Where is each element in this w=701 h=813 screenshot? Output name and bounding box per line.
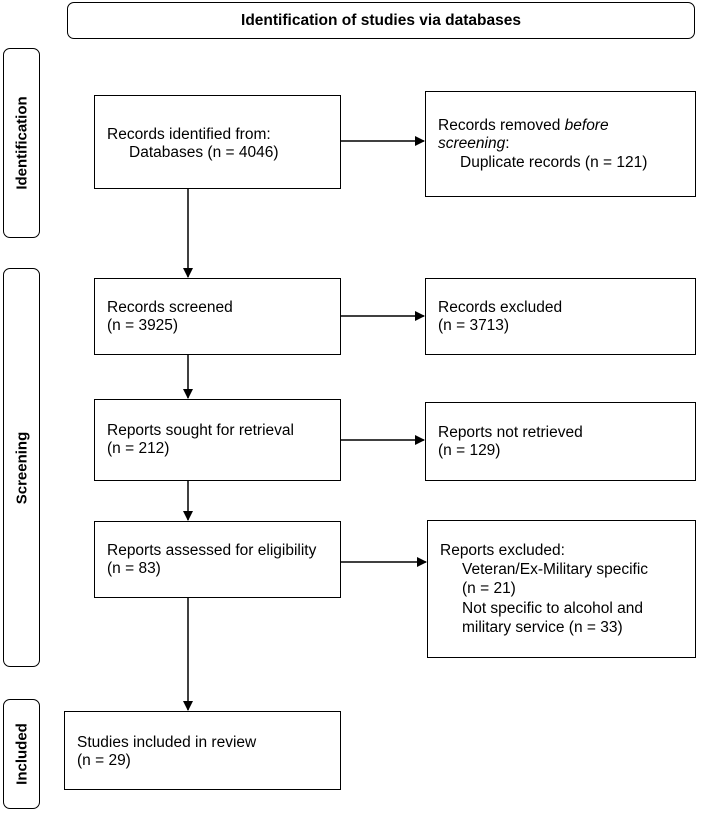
records-removed-box: Records removed before screening: Duplic… bbox=[425, 91, 696, 197]
reports-not-retrieved-line1: Reports not retrieved bbox=[438, 424, 583, 441]
records-removed-line2: screening: bbox=[438, 135, 510, 153]
records-removed-line1a: Records removed bbox=[438, 117, 565, 134]
phase-identification: Identification bbox=[3, 48, 40, 238]
studies-included-line2: (n = 29) bbox=[77, 752, 131, 769]
reports-assessed-box: Reports assessed for eligibility (n = 83… bbox=[94, 521, 341, 598]
reports-excluded-line4: Not specific to alcohol and bbox=[462, 600, 643, 617]
records-excluded-line1: Records excluded bbox=[438, 299, 563, 316]
records-identified-box: Records identified from: Databases (n = … bbox=[94, 95, 341, 189]
reports-not-retrieved-line2: (n = 129) bbox=[438, 442, 501, 459]
reports-not-retrieved-box: Reports not retrieved (n = 129) bbox=[425, 402, 696, 481]
reports-sought-line1: Reports sought for retrieval bbox=[107, 422, 294, 439]
reports-excluded-line3: (n = 21) bbox=[462, 580, 516, 597]
reports-excluded-box: Reports excluded: Veteran/Ex-Military sp… bbox=[427, 520, 696, 658]
records-removed-line1: Records removed before bbox=[438, 117, 609, 135]
studies-included-box: Studies included in review (n = 29) bbox=[64, 711, 341, 790]
phase-included: Included bbox=[3, 699, 40, 809]
reports-excluded-line5: military service (n = 33) bbox=[462, 619, 623, 636]
records-screened-box: Records screened (n = 3925) bbox=[94, 278, 341, 355]
phase-screening: Screening bbox=[3, 268, 40, 667]
studies-included-line1: Studies included in review bbox=[77, 734, 257, 751]
records-screened-line2: (n = 3925) bbox=[107, 317, 179, 334]
header-box: Identification of studies via databases bbox=[67, 2, 695, 39]
reports-assessed-line1: Reports assessed for eligibility bbox=[107, 542, 317, 559]
reports-sought-line2: (n = 212) bbox=[107, 440, 170, 457]
records-identified-line1: Records identified from: bbox=[107, 126, 271, 143]
records-screened-line1: Records screened bbox=[107, 299, 233, 316]
records-removed-line2b: : bbox=[505, 135, 510, 152]
records-excluded-box: Records excluded (n = 3713) bbox=[425, 278, 696, 355]
records-removed-line1b: before bbox=[564, 117, 609, 134]
reports-excluded-line2: Veteran/Ex-Military specific bbox=[462, 561, 649, 578]
records-identified-line2: Databases (n = 4046) bbox=[129, 144, 279, 161]
header-title: Identification of studies via databases bbox=[241, 12, 521, 29]
reports-assessed-line2: (n = 83) bbox=[107, 560, 161, 577]
records-removed-line2a: screening bbox=[438, 135, 506, 152]
records-excluded-line2: (n = 3713) bbox=[438, 317, 510, 334]
records-removed-line3: Duplicate records (n = 121) bbox=[460, 154, 648, 171]
reports-sought-box: Reports sought for retrieval (n = 212) bbox=[94, 399, 341, 481]
reports-excluded-line1: Reports excluded: bbox=[440, 542, 565, 559]
